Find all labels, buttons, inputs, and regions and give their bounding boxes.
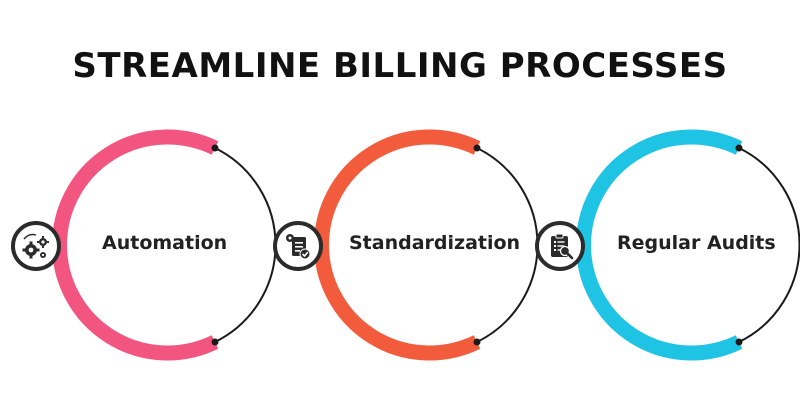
icon-badge-regular-audits — [535, 221, 585, 271]
item-label-automation: Automation — [102, 232, 228, 254]
page-title: STREAMLINE BILLING PROCESSES — [72, 46, 728, 86]
process-item-standardization: Standardization — [273, 129, 539, 361]
document-settings-check-icon — [286, 234, 311, 260]
item-label-regular-audits: Regular Audits — [617, 232, 776, 254]
connector-dot-bottom — [211, 338, 219, 346]
connector-dot-top — [211, 144, 219, 152]
icon-badge-automation — [11, 221, 61, 271]
icon-badge-standardization — [273, 221, 323, 271]
item-label-standardization: Standardization — [349, 232, 521, 254]
connector-dot-bottom — [735, 338, 743, 346]
connector-dot-bottom — [473, 338, 481, 346]
process-item-automation: Automation — [11, 129, 277, 361]
process-item-regular-audits: Regular Audits — [535, 129, 800, 361]
clipboard-audit-magnifier-icon — [551, 233, 574, 260]
connector-dot-top — [735, 144, 743, 152]
gears-automation-icon — [22, 233, 49, 259]
connector-dot-top — [473, 144, 481, 152]
